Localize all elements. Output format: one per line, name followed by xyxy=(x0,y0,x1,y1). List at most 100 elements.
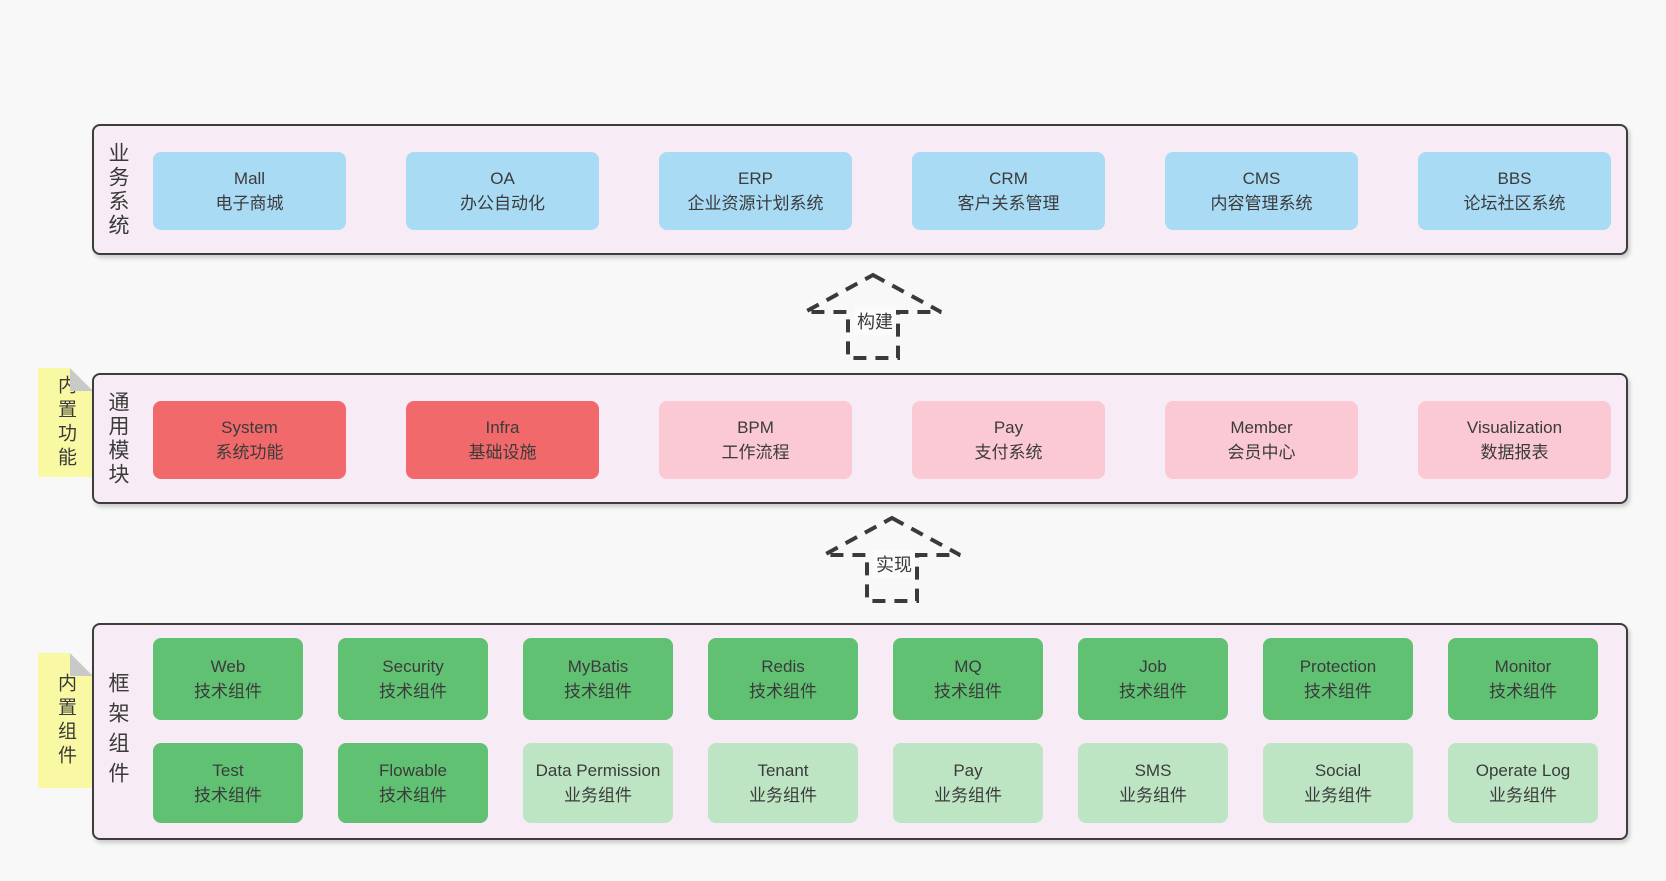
box-name: Member xyxy=(1230,418,1293,437)
box-name: Web xyxy=(210,657,246,676)
modules-box-row: System 系统功能 Infra 基础设施 BPM 工作流程 Pay 支付系统… xyxy=(153,401,1611,479)
box-subtitle: 会员中心 xyxy=(1227,443,1296,462)
box-subtitle: 基础设施 xyxy=(468,443,537,462)
box-subtitle: 支付系统 xyxy=(974,443,1043,462)
box-oa: OA 办公自动化 xyxy=(406,152,599,230)
folded-corner-icon xyxy=(70,368,93,391)
box-sms: SMS 业务组件 xyxy=(1078,743,1228,823)
box-mq: MQ 技术组件 xyxy=(893,638,1043,720)
build-arrow-label: 构建 xyxy=(854,307,896,335)
box-name: Pay xyxy=(993,418,1024,437)
box-subtitle: 数据报表 xyxy=(1480,443,1549,462)
box-subtitle: 客户关系管理 xyxy=(957,194,1060,213)
box-name: Protection xyxy=(1299,657,1377,676)
box-data-permission: Data Permission 业务组件 xyxy=(523,743,673,823)
box-security: Security 技术组件 xyxy=(338,638,488,720)
band-label-modules: 通用模块 xyxy=(106,390,129,487)
box-name: Security xyxy=(382,657,444,676)
box-web: Web 技术组件 xyxy=(153,638,303,720)
box-mall: Mall 电子商城 xyxy=(153,152,346,230)
box-subtitle: 办公自动化 xyxy=(460,194,545,213)
builtin-components-sticky-note: 内置组件 xyxy=(38,653,93,788)
box-pay-component: Pay 业务组件 xyxy=(893,743,1043,823)
box-subtitle: 技术组件 xyxy=(1304,682,1372,701)
box-subtitle: 技术组件 xyxy=(749,682,817,701)
box-bpm: BPM 工作流程 xyxy=(659,401,852,479)
framework-components-band: 框架组件 Web 技术组件 Security 技术组件 MyBatis 技术组件… xyxy=(92,623,1628,840)
box-name: OA xyxy=(490,169,515,188)
box-name: Data Permission xyxy=(535,761,661,780)
box-subtitle: 企业资源计划系统 xyxy=(687,194,824,213)
box-subtitle: 工作流程 xyxy=(721,443,790,462)
box-pay: Pay 支付系统 xyxy=(912,401,1105,479)
box-name: Social xyxy=(1314,761,1362,780)
box-name: CRM xyxy=(989,169,1028,188)
box-name: Pay xyxy=(953,761,983,780)
box-mybatis: MyBatis 技术组件 xyxy=(523,638,673,720)
box-name: SMS xyxy=(1134,761,1172,780)
box-tenant: Tenant 业务组件 xyxy=(708,743,858,823)
box-subtitle: 业务组件 xyxy=(1304,786,1372,805)
band-label-components: 框架组件 xyxy=(106,671,129,792)
box-name: System xyxy=(221,418,278,437)
folded-corner-icon xyxy=(70,653,93,676)
build-arrow: 构建 xyxy=(802,271,948,363)
box-name: BBS xyxy=(1497,169,1532,188)
business-systems-band: 业务系统 Mall 电子商城 OA 办公自动化 ERP 企业资源计划系统 CRM… xyxy=(92,124,1628,255)
box-subtitle: 业务组件 xyxy=(749,786,817,805)
box-cms: CMS 内容管理系统 xyxy=(1165,152,1358,230)
box-test: Test 技术组件 xyxy=(153,743,303,823)
box-subtitle: 业务组件 xyxy=(1119,786,1187,805)
box-subtitle: 技术组件 xyxy=(379,682,447,701)
box-subtitle: 系统功能 xyxy=(215,443,284,462)
box-system: System 系统功能 xyxy=(153,401,346,479)
components-row-2: Test 技术组件 Flowable 技术组件 Data Permission … xyxy=(153,743,1598,823)
box-subtitle: 技术组件 xyxy=(379,786,447,805)
box-monitor: Monitor 技术组件 xyxy=(1448,638,1598,720)
box-name: Job xyxy=(1139,657,1167,676)
box-subtitle: 技术组件 xyxy=(1489,682,1557,701)
box-name: Redis xyxy=(761,657,805,676)
box-subtitle: 电子商城 xyxy=(215,194,284,213)
band-label-business: 业务系统 xyxy=(106,141,129,238)
box-subtitle: 技术组件 xyxy=(934,682,1002,701)
box-name: MyBatis xyxy=(567,657,629,676)
box-name: Operate Log xyxy=(1475,761,1571,780)
sticky-label: 内置组件 xyxy=(55,672,76,769)
box-subtitle: 技术组件 xyxy=(564,682,632,701)
components-row-1: Web 技术组件 Security 技术组件 MyBatis 技术组件 Redi… xyxy=(153,638,1598,720)
box-crm: CRM 客户关系管理 xyxy=(912,152,1105,230)
box-operate-log: Operate Log 业务组件 xyxy=(1448,743,1598,823)
box-subtitle: 技术组件 xyxy=(1119,682,1187,701)
box-bbs: BBS 论坛社区系统 xyxy=(1418,152,1611,230)
box-redis: Redis 技术组件 xyxy=(708,638,858,720)
box-subtitle: 技术组件 xyxy=(194,786,262,805)
box-infra: Infra 基础设施 xyxy=(406,401,599,479)
sticky-label: 内置功能 xyxy=(55,374,76,471)
box-name: ERP xyxy=(738,169,773,188)
box-social: Social 业务组件 xyxy=(1263,743,1413,823)
box-name: Monitor xyxy=(1494,657,1552,676)
box-subtitle: 论坛社区系统 xyxy=(1463,194,1566,213)
dashed-up-arrow-icon xyxy=(804,272,942,360)
box-visualization: Visualization 数据报表 xyxy=(1418,401,1611,479)
box-member: Member 会员中心 xyxy=(1165,401,1358,479)
box-name: Test xyxy=(212,761,244,780)
box-name: Mall xyxy=(233,169,266,188)
box-name: CMS xyxy=(1242,169,1281,188)
box-subtitle: 业务组件 xyxy=(934,786,1002,805)
box-name: MQ xyxy=(954,657,982,676)
common-modules-band: 通用模块 System 系统功能 Infra 基础设施 BPM 工作流程 Pay… xyxy=(92,373,1628,504)
box-job: Job 技术组件 xyxy=(1078,638,1228,720)
dashed-up-arrow-icon xyxy=(823,515,961,603)
implement-arrow-label: 实现 xyxy=(873,550,915,578)
box-protection: Protection 技术组件 xyxy=(1263,638,1413,720)
box-subtitle: 内容管理系统 xyxy=(1210,194,1313,213)
box-name: Visualization xyxy=(1466,418,1563,437)
box-erp: ERP 企业资源计划系统 xyxy=(659,152,852,230)
box-subtitle: 业务组件 xyxy=(564,786,632,805)
builtin-features-sticky-note: 内置功能 xyxy=(38,368,93,477)
box-flowable: Flowable 技术组件 xyxy=(338,743,488,823)
box-name: BPM xyxy=(737,418,774,437)
box-name: Flowable xyxy=(378,761,448,780)
